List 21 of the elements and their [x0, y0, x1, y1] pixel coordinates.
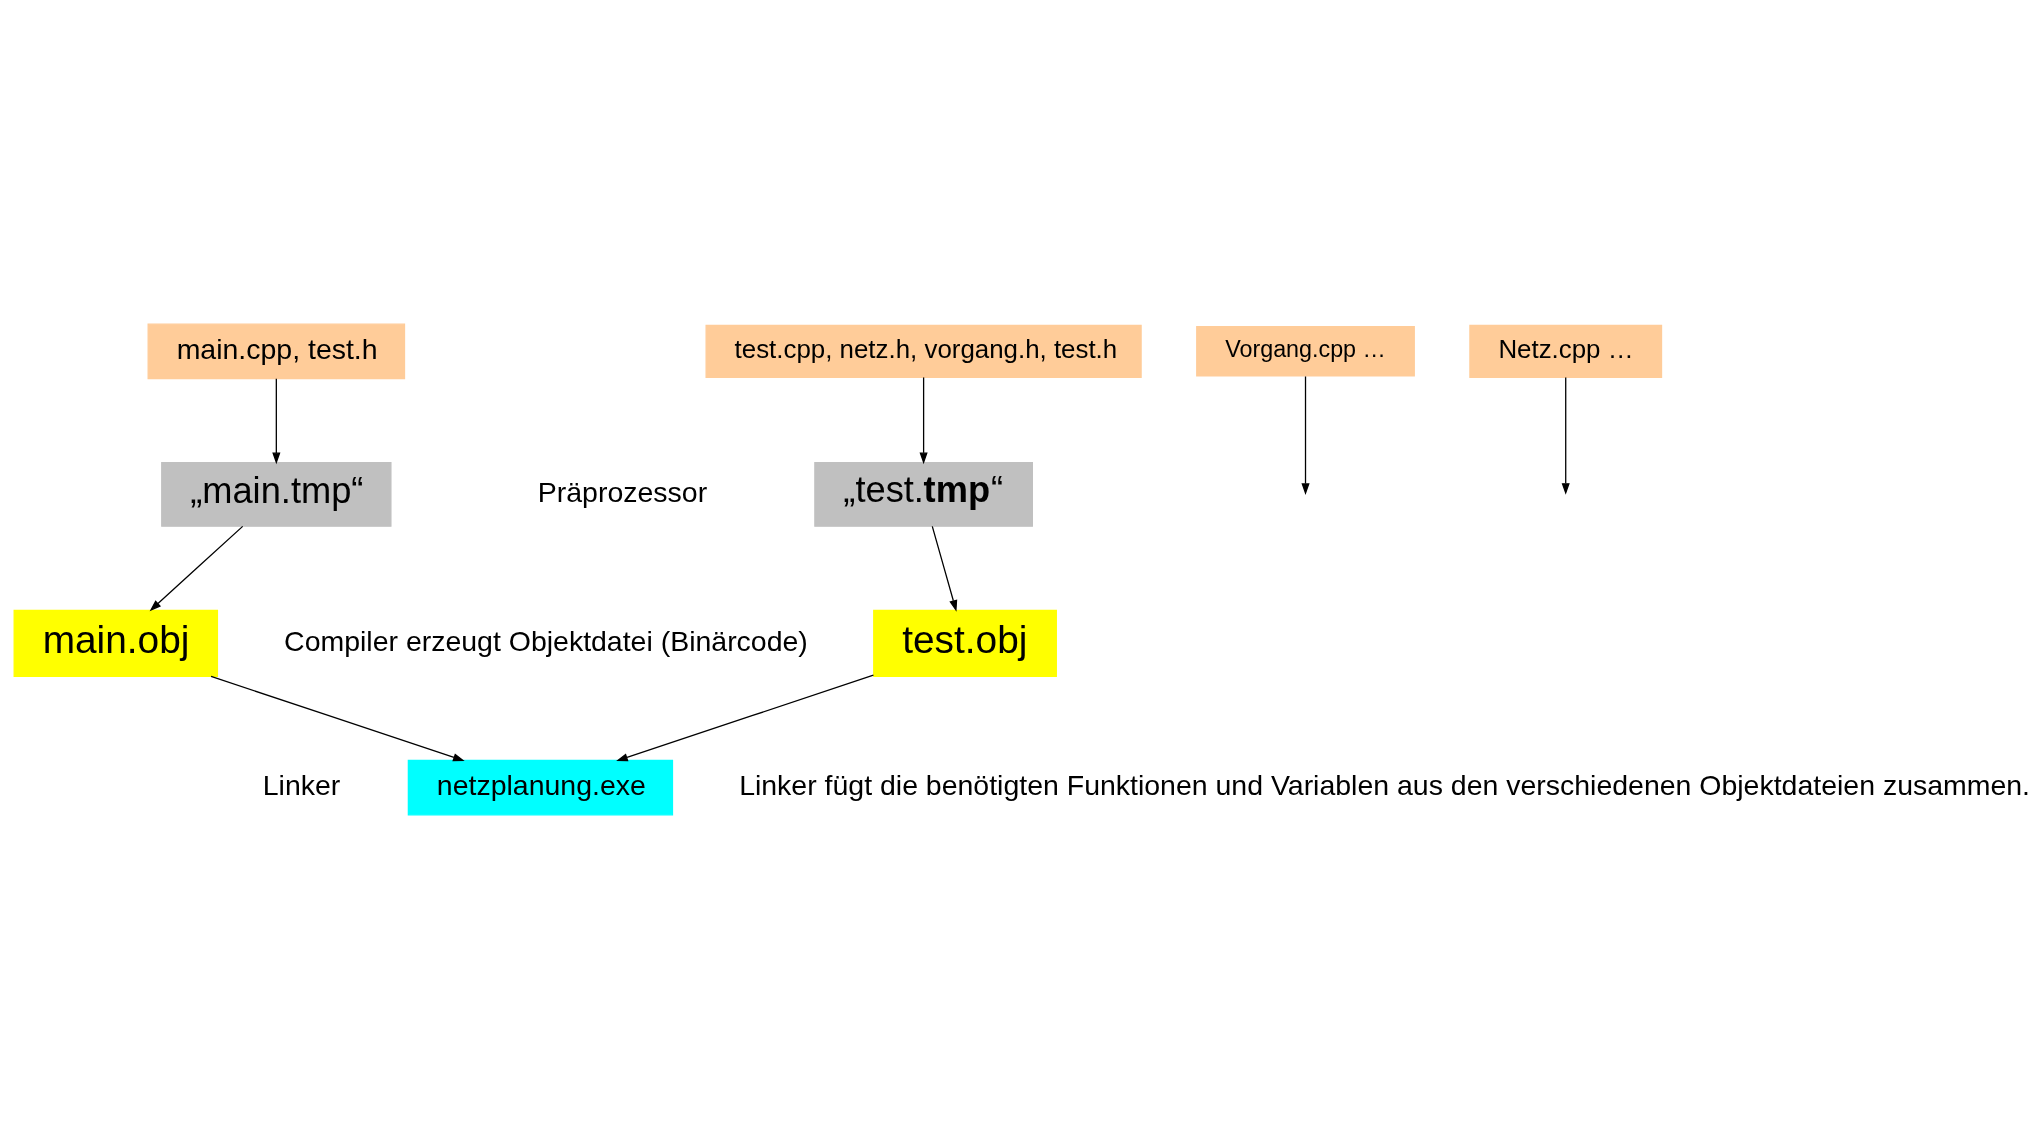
node-box: Netz.cpp … — [1469, 324, 1663, 378]
node-box: „test.tmp“ — [814, 461, 1033, 527]
node-box: main.cpp, test.h — [147, 323, 406, 379]
arrow — [919, 376, 928, 464]
arrow — [149, 525, 244, 611]
arrow — [272, 377, 281, 464]
node-box: test.obj — [873, 609, 1057, 677]
arrow — [210, 675, 465, 761]
label: Compiler erzeugt Objektdatei (Binärcode) — [284, 624, 808, 657]
label: Linker — [262, 768, 341, 801]
node-box: „main.tmp“ — [161, 461, 392, 527]
arrow — [931, 525, 958, 612]
arrow — [1561, 376, 1570, 495]
label: Präprozessor — [537, 475, 708, 508]
node-box: netzplanung.exe — [407, 759, 674, 815]
arrow — [616, 674, 875, 761]
arrow — [1301, 375, 1310, 495]
label: Linker fügt die benötigten Funktionen und Variablen aus den verschiedenen Objektdateien zusammen. — [739, 768, 2031, 801]
node-box: test.cpp, netz.h, vorgang.h, test.h — [705, 324, 1142, 378]
node-box: main.obj — [13, 609, 219, 677]
node-box: Vorgang.cpp … — [1196, 325, 1415, 377]
